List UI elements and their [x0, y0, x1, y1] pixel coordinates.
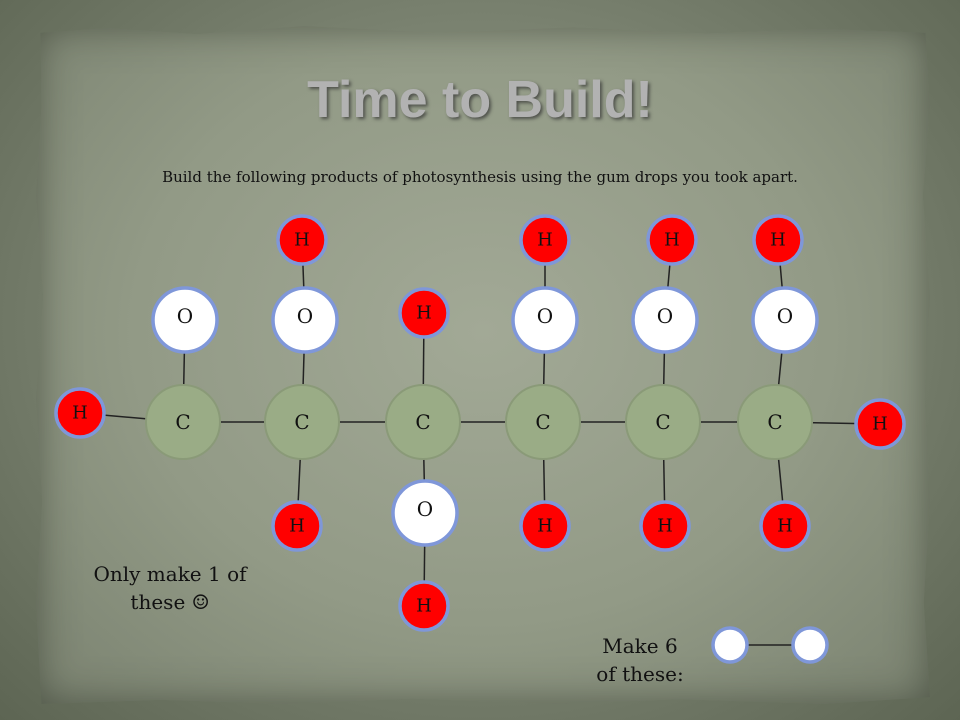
oxygen-atom-label: O	[777, 304, 793, 328]
carbon-atom-circle	[625, 384, 701, 460]
carbon-atom-label: C	[535, 410, 550, 434]
oxygen-atom-circle	[751, 286, 819, 354]
hydrogen-atom-label: H	[537, 230, 553, 251]
oxygen-molecule-atom	[711, 626, 749, 664]
carbon-atom: C	[505, 384, 581, 460]
hydrogen-atom-circle	[276, 214, 328, 266]
oxygen-atom-circle	[271, 286, 339, 354]
carbon-atom: C	[145, 384, 221, 460]
hydrogen-atom: H	[271, 500, 323, 552]
oxygen-atom-label: O	[177, 304, 193, 328]
hydrogen-atom: H	[759, 500, 811, 552]
hydrogen-atom-label: H	[72, 403, 88, 424]
carbon-atom-label: C	[767, 410, 782, 434]
carbon-atom-label: C	[415, 410, 430, 434]
atoms: C C C C C C O O O O O O H H H H H H H H H H H H	[54, 214, 906, 664]
carbon-atom: C	[385, 384, 461, 460]
oxygen-atom: O	[511, 286, 579, 354]
hydrogen-atom-label: H	[416, 596, 432, 617]
hydrogen-atom-circle	[54, 387, 106, 439]
oxygen-atom: O	[751, 286, 819, 354]
hydrogen-atom-circle	[398, 580, 450, 632]
hydrogen-atom-circle	[646, 214, 698, 266]
hydrogen-atom: H	[646, 214, 698, 266]
hydrogen-atom: H	[752, 214, 804, 266]
hydrogen-atom: H	[519, 500, 571, 552]
oxygen-molecule-atom	[791, 626, 829, 664]
carbon-atom-circle	[385, 384, 461, 460]
hydrogen-atom-circle	[519, 500, 571, 552]
oxygen-atom-circle	[391, 479, 459, 547]
carbon-atom: C	[264, 384, 340, 460]
hydrogen-atom: H	[854, 398, 906, 450]
oxygen-atom-label: O	[417, 497, 433, 521]
hydrogen-atom-circle	[271, 500, 323, 552]
oxygen-molecule-atom-circle	[711, 626, 749, 664]
oxygen-atom-label: O	[657, 304, 673, 328]
hydrogen-atom-label: H	[289, 516, 305, 537]
carbon-atom-circle	[737, 384, 813, 460]
carbon-atom-circle	[505, 384, 581, 460]
slide-title: Time to Build!	[307, 71, 653, 129]
hydrogen-atom: H	[276, 214, 328, 266]
oxygen-atom-circle	[511, 286, 579, 354]
hydrogen-atom-label: H	[770, 230, 786, 251]
hydrogen-atom-circle	[752, 214, 804, 266]
hydrogen-atom-label: H	[657, 516, 673, 537]
oxygen-atom: O	[271, 286, 339, 354]
carbon-atom-circle	[264, 384, 340, 460]
carbon-atom: C	[625, 384, 701, 460]
oxygen-atom-circle	[151, 286, 219, 354]
hydrogen-atom-label: H	[777, 516, 793, 537]
carbon-atom-label: C	[175, 410, 190, 434]
hydrogen-atom-label: H	[664, 230, 680, 251]
hydrogen-atom-circle	[639, 500, 691, 552]
carbon-atom-circle	[145, 384, 221, 460]
hydrogen-atom-circle	[759, 500, 811, 552]
hydrogen-atom: H	[398, 580, 450, 632]
oxygen-atom-label: O	[537, 304, 553, 328]
carbon-atom-label: C	[294, 410, 309, 434]
carbon-atom-label: C	[655, 410, 670, 434]
hydrogen-atom-label: H	[416, 303, 432, 324]
carbon-atom: C	[737, 384, 813, 460]
oxygen-atom-label: O	[297, 304, 313, 328]
oxygen-atom: O	[631, 286, 699, 354]
hydrogen-atom-label: H	[872, 414, 888, 435]
oxygen-molecule-atom-circle	[791, 626, 829, 664]
hydrogen-atom: H	[54, 387, 106, 439]
oxygen-atom-circle	[631, 286, 699, 354]
oxygen-atom: O	[391, 479, 459, 547]
hydrogen-atom: H	[398, 287, 450, 339]
hydrogen-atom: H	[519, 214, 571, 266]
hydrogen-atom-label: H	[294, 230, 310, 251]
oxygen-atom: O	[151, 286, 219, 354]
hydrogen-atom: H	[639, 500, 691, 552]
hydrogen-atom-circle	[398, 287, 450, 339]
hydrogen-atom-circle	[519, 214, 571, 266]
glucose-note: Only make 1 of these ☺	[93, 562, 247, 614]
hydrogen-atom-label: H	[537, 516, 553, 537]
hydrogen-atom-circle	[854, 398, 906, 450]
slide-subtitle: Build the following products of photosyn…	[162, 168, 798, 186]
oxygen-note: Make 6 of these:	[596, 634, 684, 686]
